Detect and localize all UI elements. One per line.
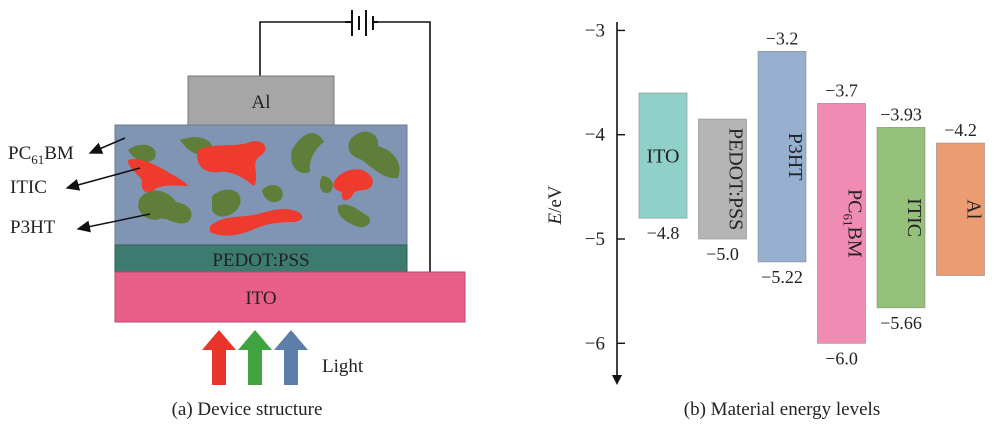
energy-bar xyxy=(757,50,807,263)
al-layer-label: Al xyxy=(252,92,271,113)
y-tick-label: −3 xyxy=(585,20,605,41)
blue-light-arrow-icon xyxy=(274,330,308,385)
itic-domains xyxy=(128,131,400,228)
energy-bars: ITO −4.8 PEDOT:PSS −5.0 P3HT −3.2 −5.22 PC61BM −… xyxy=(638,28,985,368)
itic-pointer: ITIC xyxy=(10,167,141,198)
pedot-pss-layer xyxy=(114,244,408,273)
energy-axis: −3 −4 −5 −6 E/eV xyxy=(545,20,625,385)
energy-top-value: −4.2 xyxy=(944,120,977,140)
energy-bar-label: PC61BM xyxy=(841,189,866,258)
energy-bar-label: Al xyxy=(963,199,985,219)
energy-bar xyxy=(936,142,985,276)
pcbm-pointer: PC61BM xyxy=(8,137,126,167)
al-electrode-layer xyxy=(187,75,335,126)
p3ht-pointer-label: P3HT xyxy=(10,217,56,238)
energy-bar xyxy=(698,118,747,240)
chart-caption: (b) Material energy levels xyxy=(684,399,880,420)
energy-bottom-value: −4.8 xyxy=(647,223,680,243)
pedot-layer-label: PEDOT:PSS xyxy=(212,250,309,271)
circuit-wire xyxy=(259,21,431,273)
energy-bottom-value: −5.0 xyxy=(706,244,739,264)
battery-icon xyxy=(345,10,378,36)
y-tick-label: −5 xyxy=(585,229,605,250)
energy-top-value: −3.2 xyxy=(766,28,799,48)
green-light-arrow-icon xyxy=(238,330,272,385)
pcbm-pointer-label: PC61BM xyxy=(8,143,74,167)
y-axis-arrow-icon xyxy=(612,375,622,385)
itic-pointer-label: ITIC xyxy=(10,177,47,198)
y-axis-label: E/eV xyxy=(545,185,566,225)
energy-bar xyxy=(638,92,688,219)
energy-top-value: −3.93 xyxy=(880,104,922,124)
energy-bar-label: ITIC xyxy=(903,198,925,237)
energy-bar-group: ITIC −3.93 −5.66 xyxy=(876,104,926,333)
device-structure-panel: Al PEDOT:PSS ITO PC61BM xyxy=(8,10,466,420)
energy-bottom-value: −5.66 xyxy=(880,313,922,333)
energy-bar-group: Al −4.2 xyxy=(936,120,985,276)
energy-bar xyxy=(876,127,926,309)
energy-top-value: −3.7 xyxy=(825,80,858,100)
energy-bar-group: P3HT −3.2 −5.22 xyxy=(757,28,807,287)
energy-bar-group: ITO −4.8 xyxy=(638,92,688,243)
red-light-arrow-icon xyxy=(202,330,236,385)
light-arrows xyxy=(202,330,308,385)
ito-layer-label: ITO xyxy=(245,288,276,309)
p3ht-pointer: P3HT xyxy=(10,213,151,238)
energy-level-chart: −3 −4 −5 −6 E/eV ITO −4.8 PEDOT:PSS −5.0 P3HT −3.… xyxy=(545,20,985,420)
energy-bar xyxy=(817,103,866,344)
pcbm-domains xyxy=(128,141,373,236)
ito-substrate-layer xyxy=(114,271,466,323)
energy-bar-label: P3HT xyxy=(784,133,806,181)
energy-bar-label: ITO xyxy=(647,146,680,168)
energy-bottom-value: −5.22 xyxy=(761,267,803,287)
energy-bar-group: PEDOT:PSS −5.0 xyxy=(698,118,747,264)
light-label: Light xyxy=(322,356,364,377)
device-caption: (a) Device structure xyxy=(172,399,323,420)
y-tick-label: −4 xyxy=(585,125,606,146)
energy-bar-group: PC61BM −3.7 −6.0 xyxy=(817,80,866,368)
y-tick-label: −6 xyxy=(585,333,605,354)
energy-bottom-value: −6.0 xyxy=(825,348,858,368)
energy-bar-label: PEDOT:PSS xyxy=(725,128,747,230)
